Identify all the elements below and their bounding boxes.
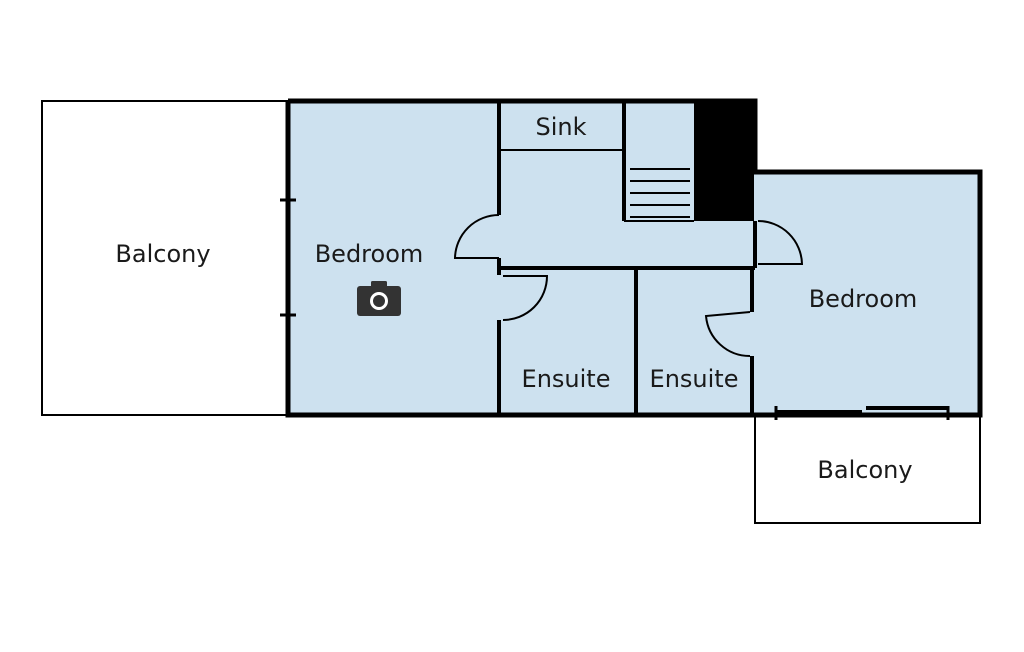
exterior-walls [285, 98, 983, 418]
room-label-balcony-bottom-right: Balcony [817, 456, 912, 484]
right-balcony-doors [774, 406, 950, 420]
room-label-bedroom-left: Bedroom [315, 240, 424, 268]
room-label-ensuite-left: Ensuite [522, 365, 611, 393]
door-left-ensuite [502, 275, 549, 321]
door-left-bedroom [453, 214, 500, 259]
interior-walls [497, 101, 757, 415]
stairs-dark-block [694, 103, 754, 221]
balcony-bottom-right-area [754, 414, 981, 524]
door-right-ensuite [704, 311, 751, 358]
camera-icon [357, 281, 401, 316]
left-window [280, 198, 296, 317]
room-label-ensuite-right: Ensuite [650, 365, 739, 393]
stairs-icon [630, 168, 690, 218]
balcony-left-area [41, 100, 289, 416]
door-swings [453, 214, 804, 358]
room-label-sink: Sink [535, 113, 586, 141]
room-fills [288, 101, 980, 415]
room-label-bedroom-right: Bedroom [809, 285, 918, 313]
door-corridor-right [757, 220, 804, 265]
room-label-balcony-left: Balcony [115, 240, 210, 268]
